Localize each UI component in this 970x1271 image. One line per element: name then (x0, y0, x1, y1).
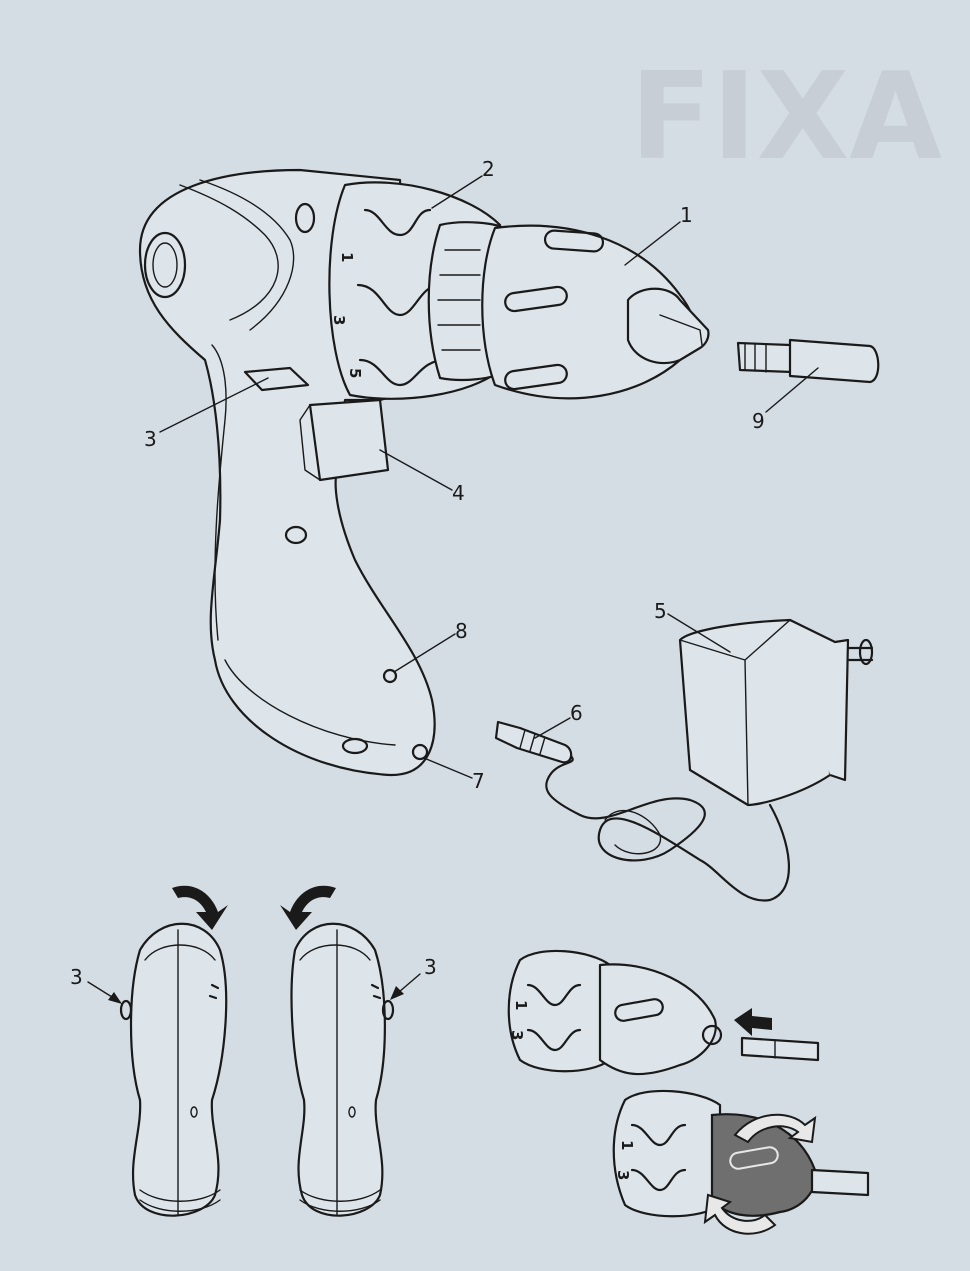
body-seam (179, 184, 279, 321)
label-8: 8 (455, 619, 468, 643)
watermark-text: FIXA (630, 48, 942, 187)
tighten-dial-3: 3 (614, 1170, 632, 1180)
detail-bit (740, 1036, 820, 1062)
handle-seam (211, 344, 227, 641)
charging-socket (411, 743, 429, 761)
dc-plug (494, 720, 573, 764)
charge-indicator (382, 668, 398, 684)
right-hole (348, 1106, 356, 1118)
left-side-mark (208, 983, 220, 1000)
ratchet-teeth (437, 249, 481, 351)
tighten-bit (810, 1168, 870, 1197)
body-seam-2 (199, 179, 295, 331)
leader-9 (765, 367, 819, 413)
right-top-cap (299, 944, 371, 961)
callout-labels: 1 2 3 4 5 6 7 8 9 3 3 (70, 157, 765, 989)
leader-5 (667, 613, 731, 653)
label-6: 6 (570, 701, 583, 725)
label-5: 5 (654, 599, 667, 623)
right-side-mark (370, 983, 382, 1000)
bit-holder (736, 338, 880, 384)
leader-6 (534, 717, 571, 739)
leader-3 (159, 377, 269, 433)
dial-mark-3: 3 (330, 315, 348, 325)
leader-7 (423, 757, 473, 779)
drill-illustration: 1 3 5 (138, 168, 710, 777)
bit-insert-detail: 1 3 (507, 949, 820, 1076)
tighten-dial-1: 1 (618, 1140, 636, 1150)
label-2: 2 (482, 157, 495, 181)
body-hole-top (294, 202, 316, 234)
rotate-counterclockwise-arrow-icon (280, 885, 336, 930)
handle-hole (284, 525, 308, 545)
bit-sleeve (788, 338, 880, 384)
tighten-rotate-arrow-bottom-icon (703, 1193, 777, 1235)
detail-chuck (598, 963, 717, 1076)
label-3: 3 (144, 427, 157, 451)
left-hole (190, 1106, 198, 1118)
charger (494, 618, 874, 902)
charger-cable-coil (604, 809, 661, 855)
chuck-grip-slot-bottom (504, 363, 568, 391)
tighten-collar-grip (630, 1123, 687, 1192)
charger-plug-base (789, 619, 850, 782)
charger-front-edge (679, 619, 791, 806)
handle-contour (224, 659, 396, 746)
label-1: 1 (680, 203, 693, 227)
right-switch (381, 999, 395, 1021)
right-bottom-lines (299, 1189, 381, 1212)
label-9: 9 (752, 409, 765, 433)
detail-chuck-nose (701, 1024, 723, 1046)
label-4: 4 (452, 481, 465, 505)
vent (143, 231, 187, 299)
label-7: 7 (472, 769, 485, 793)
leader-3-right-arrow-icon (390, 986, 404, 1000)
direction-view-left (119, 885, 228, 1217)
charger-prong-tip (858, 638, 874, 666)
trigger-edge (299, 404, 321, 481)
bit-hex-shank (736, 341, 794, 374)
dial-mark-1: 1 (338, 252, 356, 262)
collar-grip-pattern (356, 208, 447, 387)
detail-chuck-slot (614, 998, 664, 1022)
right-body-outline (290, 922, 386, 1217)
insert-arrow-icon (734, 1008, 772, 1036)
charger-cable (545, 753, 790, 902)
leader-8 (393, 633, 456, 673)
chuck-tighten-detail: 1 3 (612, 1089, 870, 1235)
leader-4 (379, 449, 453, 491)
label-3-left-view: 3 (70, 965, 83, 989)
chuck-grip-slot-top (543, 229, 605, 253)
battery-hole (341, 737, 369, 755)
tighten-collar (612, 1089, 722, 1218)
left-switch (119, 999, 133, 1021)
detail-dial-1: 1 (512, 1000, 530, 1010)
leader-lines (87, 175, 819, 1004)
bit-hex-lines (744, 342, 767, 373)
leader-2 (431, 175, 483, 209)
direction-view-right (280, 885, 395, 1217)
leader-1 (624, 221, 681, 266)
left-bottom-lines (139, 1189, 221, 1212)
vent-inner (152, 242, 178, 288)
chuck-nose (626, 287, 710, 365)
dial-mark-5: 5 (346, 368, 364, 378)
dc-plug-ribs (519, 729, 546, 755)
leader-3-left-arrow-icon (108, 992, 122, 1004)
trigger (308, 398, 390, 482)
detail-collar (507, 949, 612, 1073)
tighten-rotate-arrow-top-icon (733, 1113, 817, 1144)
label-3-right-view: 3 (424, 955, 437, 979)
chuck-grip-slot-mid (504, 285, 568, 313)
rotate-clockwise-arrow-icon (172, 885, 228, 930)
detail-collar-grip (526, 983, 582, 1052)
tighten-chuck-slot (729, 1146, 779, 1170)
chuck-jaw (659, 314, 703, 346)
left-top-cap (144, 944, 216, 961)
detail-dial-3: 3 (508, 1030, 526, 1040)
